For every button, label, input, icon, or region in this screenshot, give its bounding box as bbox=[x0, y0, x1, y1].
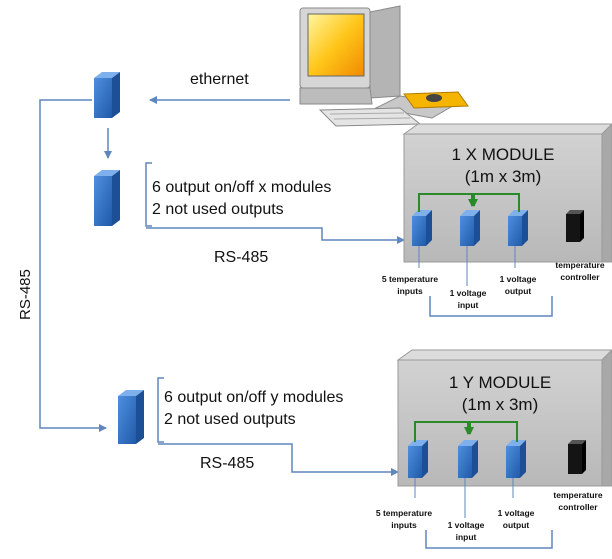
y-temperature-controller bbox=[568, 440, 586, 474]
x-controller-device bbox=[94, 170, 120, 226]
x-module-size: (1m x 3m) bbox=[465, 167, 542, 186]
y-module-size: (1m x 3m) bbox=[462, 395, 539, 414]
ethernet-label: ethernet bbox=[190, 71, 249, 88]
rs485-bus bbox=[39, 99, 107, 432]
x-feedback-arrow-right bbox=[470, 193, 520, 212]
x-rs485-label: RS-485 bbox=[214, 249, 268, 266]
y-rs485-connector bbox=[158, 443, 399, 476]
y-controller-label-1: temperature bbox=[553, 490, 602, 500]
y-temp-input-cube bbox=[408, 440, 428, 478]
y-module-title: 1 Y MODULE bbox=[449, 373, 551, 392]
y-voltage-input-label-1: 1 voltage bbox=[448, 520, 485, 530]
y-bottom-loop bbox=[425, 530, 553, 549]
x-voltage-input-cube bbox=[460, 210, 480, 246]
x-module-title: 1 X MODULE bbox=[452, 145, 555, 164]
x-voltage-output-cube bbox=[508, 210, 528, 246]
x-voltage-output-label-1: 1 voltage bbox=[500, 274, 537, 284]
rs485-vertical-label: RS-485 bbox=[17, 269, 34, 320]
computer-icon bbox=[299, 5, 469, 127]
x-outputs-bracket bbox=[145, 162, 152, 227]
x-voltage-input-label-1: 1 voltage bbox=[450, 288, 487, 298]
y-feedback-arrow-right bbox=[466, 421, 518, 442]
y-voltage-output-label-1: 1 voltage bbox=[498, 508, 535, 518]
y-temp-inputs-label-1: 5 temperature bbox=[376, 508, 432, 518]
x-temp-input-cube bbox=[412, 210, 432, 246]
y-voltage-output-label-2: output bbox=[503, 520, 530, 530]
x-controller-label-2: controller bbox=[560, 272, 600, 282]
x-temp-inputs-label-2: inputs bbox=[397, 286, 423, 296]
y-controller-device bbox=[118, 390, 144, 444]
x-rs485-connector bbox=[146, 227, 405, 244]
y-outputs-bracket bbox=[157, 377, 164, 443]
y-outputs-line1: 6 output on/off y modules bbox=[164, 389, 343, 406]
gateway-device-top bbox=[94, 72, 120, 118]
x-temperature-controller bbox=[566, 210, 584, 242]
x-controller-label-1: temperature bbox=[555, 260, 604, 270]
y-voltage-input-label-2: input bbox=[456, 532, 477, 542]
x-temp-inputs-label-1: 5 temperature bbox=[382, 274, 438, 284]
x-voltage-input-label-2: input bbox=[458, 300, 479, 310]
x-outputs-line1: 6 output on/off x modules bbox=[152, 179, 331, 196]
x-outputs-line2: 2 not used outputs bbox=[152, 201, 284, 218]
y-rs485-label: RS-485 bbox=[200, 455, 254, 472]
y-controller-label-2: controller bbox=[558, 502, 598, 512]
y-voltage-input-cube bbox=[458, 440, 478, 478]
x-bottom-loop bbox=[429, 296, 553, 317]
y-temp-inputs-label-2: inputs bbox=[391, 520, 417, 530]
x-voltage-output-label-2: output bbox=[505, 286, 532, 296]
y-outputs-line2: 2 not used outputs bbox=[164, 411, 296, 428]
y-voltage-output-cube bbox=[506, 440, 526, 478]
